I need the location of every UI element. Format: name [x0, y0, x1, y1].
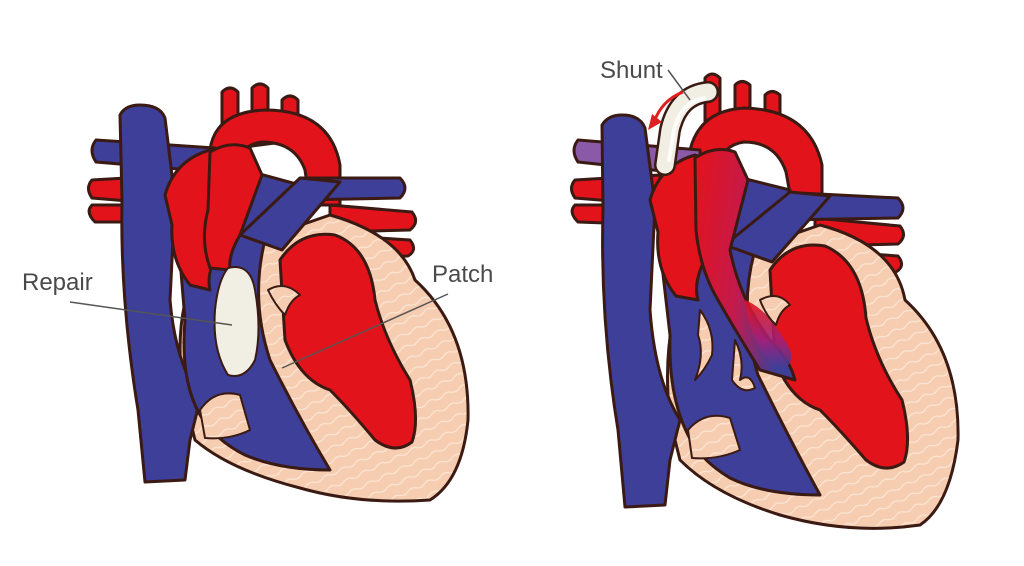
right-valve-leaflets [694, 309, 714, 381]
label-group-shunt: Shunt [600, 57, 691, 101]
heart-right-shunt [570, 72, 960, 530]
right-septum [687, 414, 741, 460]
heart-left-repaired [87, 82, 470, 503]
right-vena-cava [600, 113, 682, 509]
label-patch: Patch [432, 261, 493, 288]
leader-line-patch [281, 293, 449, 369]
right-left-ventricle [768, 243, 909, 470]
right-valve-leaflets-3 [759, 295, 791, 326]
left-pulmonary-trunk [238, 176, 342, 252]
shunt-tube-fill [656, 83, 717, 174]
left-valve-leaflets [267, 285, 301, 316]
leader-line-repair [69, 301, 233, 326]
repair-patch [213, 266, 260, 377]
leader-line-shunt [667, 69, 691, 101]
label-group-repair: Repair [22, 269, 233, 326]
right-mixing-zone [745, 300, 791, 369]
left-septum [199, 392, 251, 440]
right-valve-leaflets-2 [731, 339, 756, 392]
left-aorta-root [203, 143, 264, 272]
left-vena-cava [118, 103, 202, 484]
label-repair: Repair [22, 269, 93, 296]
right-aortic-arch [688, 106, 824, 207]
shunt-tube-highlight [667, 96, 706, 162]
label-group-patch: Patch [281, 261, 493, 369]
shunt-flow-arrowhead [648, 114, 662, 130]
left-left-ventricle [278, 232, 417, 450]
right-pulmonary-trunk [723, 190, 832, 264]
label-shunt: Shunt [600, 57, 663, 84]
